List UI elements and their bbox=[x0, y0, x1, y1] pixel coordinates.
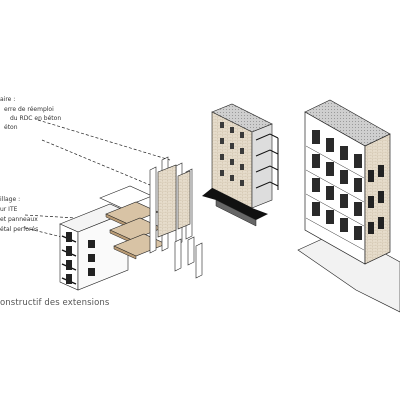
annotation-text: aire : bbox=[0, 96, 16, 103]
figure-caption: onstructif des extensions bbox=[0, 298, 110, 308]
annotation-text: étal perforés bbox=[0, 226, 39, 233]
annotation-text: éton bbox=[4, 124, 18, 131]
annotation-text: erre de réemploi bbox=[4, 106, 54, 113]
annotation-text: ur ITE bbox=[0, 206, 18, 213]
existing-building bbox=[202, 103, 279, 227]
leader-line-2 bbox=[41, 139, 151, 186]
annotation-text: du RDC en béton bbox=[10, 115, 62, 122]
wooden-slabs bbox=[99, 185, 167, 260]
completed-building bbox=[297, 99, 400, 313]
annotation-text: et panneaux bbox=[0, 216, 38, 223]
brick-panels bbox=[157, 164, 191, 238]
annotation-text: illage : bbox=[0, 196, 21, 203]
leader-line-1 bbox=[37, 119, 171, 161]
